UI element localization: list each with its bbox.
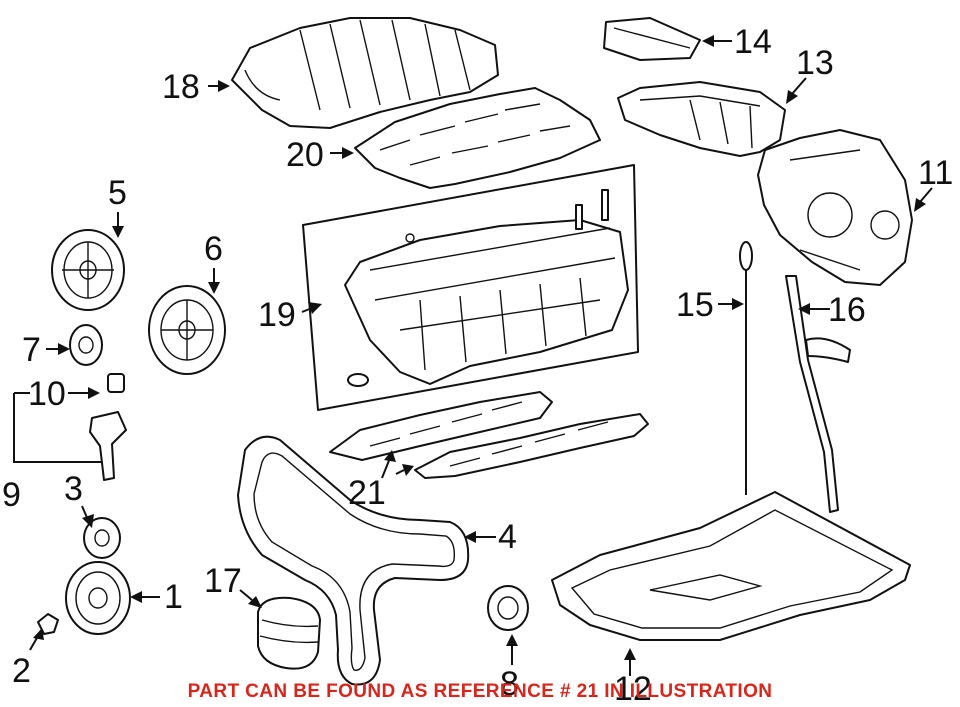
cover-plate <box>603 17 701 61</box>
callout-12: 12 <box>614 670 652 707</box>
lower-intake-box <box>302 164 639 411</box>
dipstick-tube <box>785 275 851 513</box>
callout-10: 10 <box>28 375 66 413</box>
callout-21: 21 <box>348 474 386 512</box>
leader-lines <box>13 35 933 676</box>
callout-4: 4 <box>498 518 517 556</box>
callout-7: 7 <box>22 331 41 369</box>
cam-gear-6 <box>148 285 226 375</box>
callout-6: 6 <box>204 230 223 268</box>
callout-14: 14 <box>734 23 772 61</box>
callout-1: 1 <box>164 578 183 616</box>
callout-2: 2 <box>12 652 31 690</box>
callout-19: 19 <box>258 296 296 334</box>
callout-16: 16 <box>828 291 866 329</box>
upper-intake-manifold <box>231 17 499 129</box>
timing-cover <box>757 129 913 286</box>
crank-pulley-1 <box>65 561 131 635</box>
callout-3: 3 <box>64 470 83 508</box>
sprocket-7 <box>69 324 103 366</box>
manifold-gaskets <box>329 391 649 479</box>
callout-11: 11 <box>918 154 953 192</box>
seal-8 <box>487 585 529 631</box>
intake-gasket <box>354 87 601 189</box>
bolt-2 <box>37 613 59 635</box>
cam-gear-5 <box>51 229 125 311</box>
idler-gear-3 <box>83 517 121 559</box>
timing-belt <box>237 435 470 686</box>
callout-20: 20 <box>286 136 324 174</box>
callout-13: 13 <box>796 44 834 82</box>
callout-15: 15 <box>676 286 714 324</box>
reference-note: PART CAN BE FOUND AS REFERENCE # 21 IN I… <box>188 681 773 702</box>
oil-filter <box>257 596 321 670</box>
position-sensor-9 <box>89 411 127 481</box>
dipstick <box>739 241 753 495</box>
oil-pan-upper <box>617 81 786 157</box>
callout-18: 18 <box>162 68 200 106</box>
callout-17: 17 <box>204 562 242 600</box>
callout-9: 9 <box>2 476 21 514</box>
callout-8: 8 <box>500 665 519 703</box>
callout-5: 5 <box>108 174 127 212</box>
sensor-10 <box>107 373 125 393</box>
oil-pan-lower <box>551 491 911 641</box>
